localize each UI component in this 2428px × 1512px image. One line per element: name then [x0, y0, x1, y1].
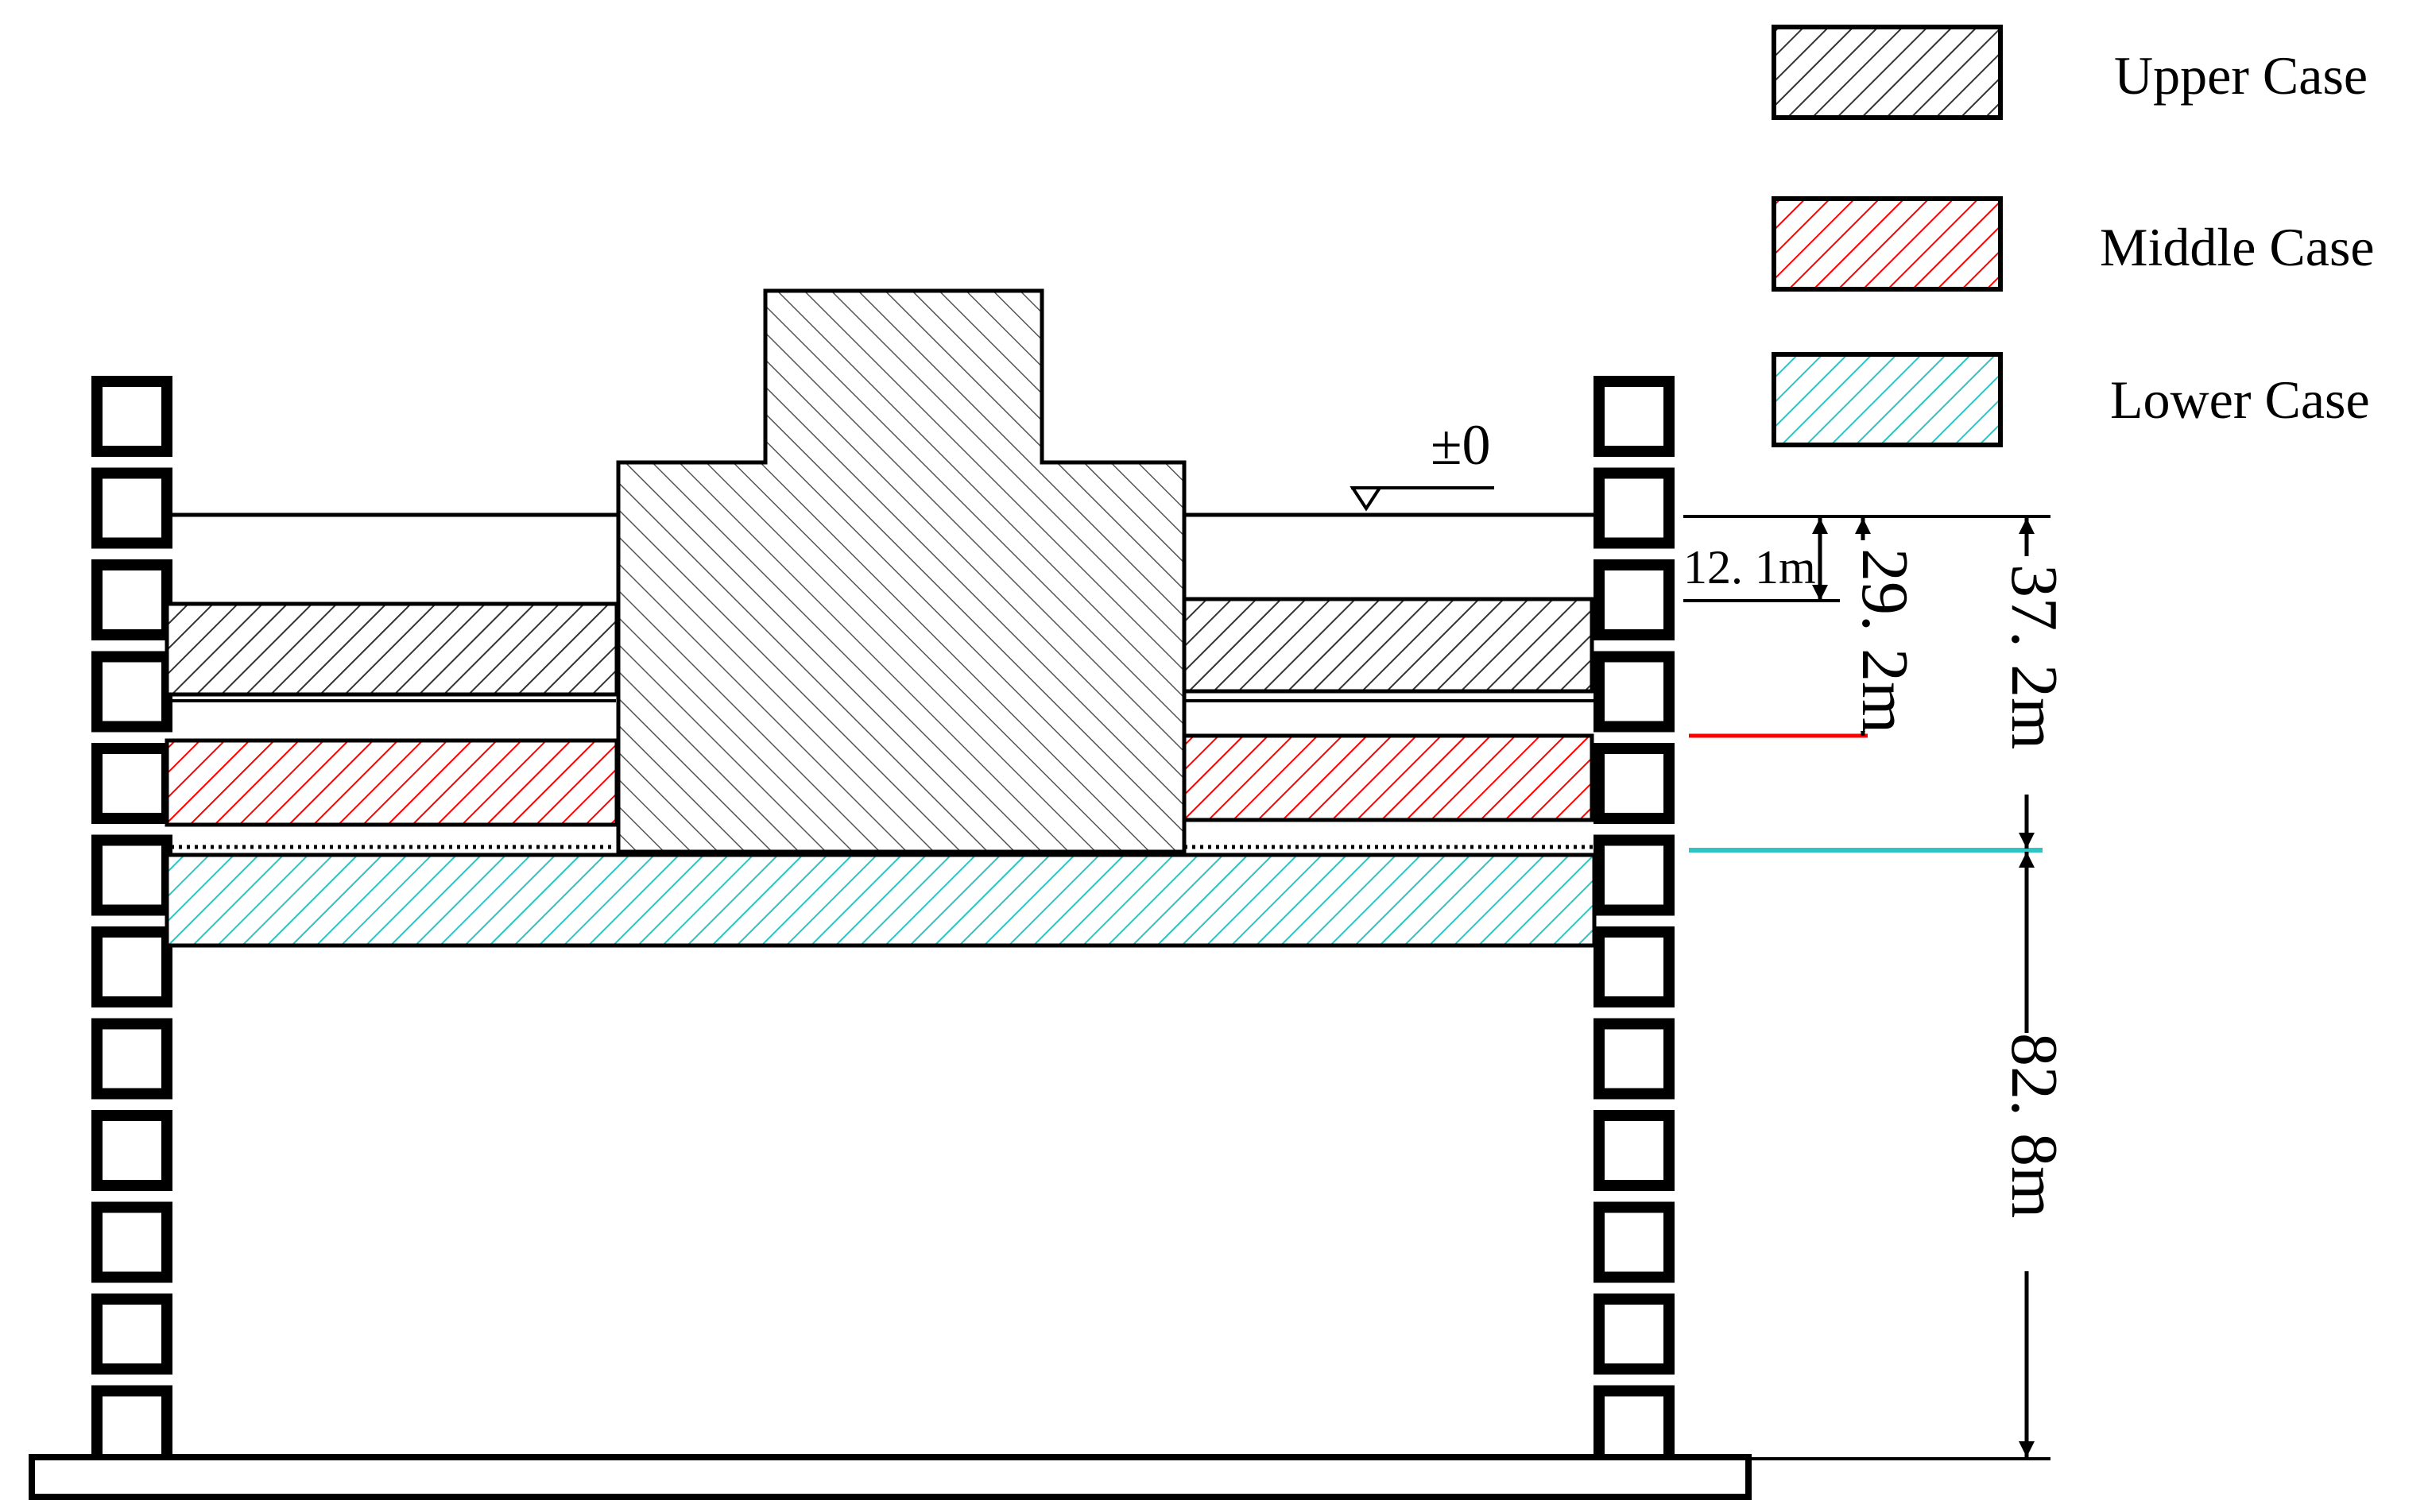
lower-case-slab: [165, 853, 1597, 948]
pile-block: [1593, 1294, 1675, 1375]
arrowhead-icon: [2019, 518, 2035, 534]
pile-block: [1593, 1018, 1675, 1100]
arrowhead-icon: [2019, 833, 2035, 849]
arrowhead-icon: [1812, 518, 1828, 534]
pile-block: [91, 651, 172, 733]
dim-label-bg-lower: [1999, 556, 2054, 795]
pile-block: [1593, 376, 1675, 457]
dim-label-lower: 37. 2m: [1997, 564, 2071, 749]
dimension-lines: 12. 1m 29. 2m 37. 2m 82. 8m: [1683, 515, 2071, 1460]
right-retaining-wall: [1593, 376, 1675, 1467]
pile-block: [91, 559, 172, 640]
upper-case-slab-right: [1180, 597, 1594, 694]
legend-swatch-upper: [1772, 25, 2003, 120]
upper-case-slab-left: [165, 601, 619, 697]
dim-label-below: 82. 8m: [1997, 1033, 2071, 1218]
dim-label-bg-middle: [1840, 540, 1888, 731]
legend-label-lower: Lower Case: [2110, 369, 2370, 430]
pile-block: [1593, 1201, 1675, 1283]
middle-case-slab-right: [1180, 733, 1594, 822]
pile-block: [1593, 834, 1675, 916]
pile-block: [1593, 743, 1675, 824]
central-building: [616, 288, 1187, 854]
dim-label-middle: 29. 2m: [1848, 548, 1922, 733]
pile-block: [91, 1018, 172, 1100]
legend: Upper Case Middle Case Lower Case: [1772, 25, 2375, 447]
pile-block: [1593, 1385, 1675, 1467]
triangle-down-icon: [1350, 486, 1383, 512]
dim-label-upper: 12. 1m: [1683, 541, 1816, 594]
arrowhead-icon: [2019, 1441, 2035, 1457]
pile-block: [91, 1201, 172, 1283]
left-retaining-wall: [91, 376, 172, 1467]
pile-block: [1593, 651, 1675, 733]
pile-block: [91, 467, 172, 549]
pile-block: [91, 1385, 172, 1467]
arrowhead-icon: [1812, 585, 1828, 601]
legend-label-middle: Middle Case: [2100, 217, 2375, 277]
level-marker-label: ±0: [1431, 413, 1491, 477]
legend-swatch-middle: [1772, 196, 2003, 292]
pile-block: [1593, 1110, 1675, 1191]
dim-label-bg-below: [1999, 1033, 2054, 1271]
pile-block: [1593, 926, 1675, 1007]
legend-label-upper: Upper Case: [2114, 45, 2368, 106]
pile-block: [91, 743, 172, 824]
pile-block: [1593, 467, 1675, 549]
middle-case-slab-left: [165, 738, 619, 827]
pile-block: [91, 926, 172, 1007]
base-plate: [29, 1454, 1752, 1500]
pile-block: [91, 834, 172, 916]
arrowhead-icon: [2019, 852, 2035, 868]
pile-block: [1593, 559, 1675, 640]
legend-swatch-lower: [1772, 352, 2003, 447]
level-marker: ±0: [1350, 413, 1494, 512]
pile-block: [91, 1294, 172, 1375]
pile-block: [91, 1110, 172, 1191]
pile-block: [91, 376, 172, 457]
arrowhead-icon: [1855, 518, 1871, 534]
